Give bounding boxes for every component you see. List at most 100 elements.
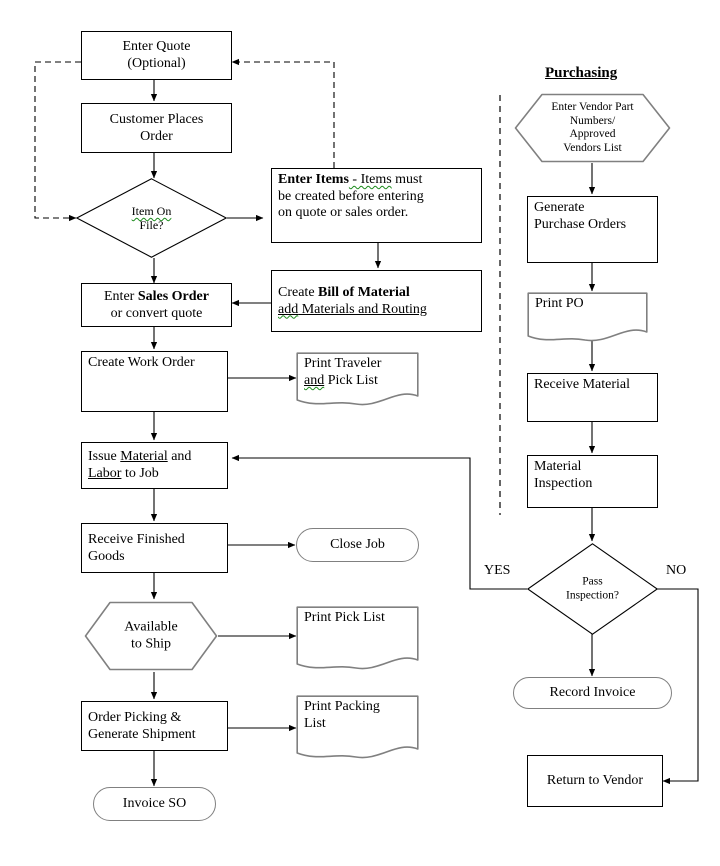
issue-plain: Issue <box>88 449 121 465</box>
edge-dashed-items-to-quote <box>231 58 335 168</box>
enter-items-line2: be created before entering <box>278 188 424 204</box>
node-item-on-file-decision[interactable]: Item On File? <box>75 178 228 258</box>
node-invoice-so[interactable]: Invoice SO <box>93 787 216 821</box>
node-receive-material[interactable]: Receive Material <box>527 373 658 422</box>
print-traveler-squiggle: and <box>304 372 325 388</box>
print-packing-list-text: Print Packing List <box>304 699 380 733</box>
vendor-line2: Numbers/ <box>569 114 616 127</box>
diamond-shape <box>75 178 228 258</box>
node-generate-purchase-orders[interactable]: Generate Purchase Orders <box>527 196 658 263</box>
sales-order-plain: Enter <box>104 288 138 304</box>
sales-order-bold: Sales Order <box>137 288 209 304</box>
node-print-packing-list[interactable]: Print Packing List <box>296 695 419 763</box>
create-bom-line2: add Materials and Routing <box>278 302 475 319</box>
create-bom-squiggle: add <box>278 301 299 317</box>
customer-order-line2: Order <box>140 128 173 144</box>
document-shape <box>527 292 648 342</box>
enter-items-squiggle: - Items <box>348 172 392 187</box>
invoice-so-label: Invoice SO <box>122 796 187 811</box>
packing-list-line1: Print Packing <box>304 699 380 714</box>
item-on-file-text: Item On File? <box>76 204 227 232</box>
node-issue-material[interactable]: Issue Material and Labor to Job <box>81 442 228 489</box>
node-print-po[interactable]: Print PO <box>527 292 648 344</box>
order-picking-line1: Order Picking & <box>88 709 182 725</box>
node-enter-quote[interactable]: Enter Quote (Optional) <box>81 31 232 80</box>
issue-material-line1: Issue Material and <box>88 449 221 466</box>
hexagon-shape <box>84 601 218 671</box>
node-order-picking[interactable]: Order Picking & Generate Shipment <box>81 701 228 751</box>
work-order-line1: Create Work Order <box>88 355 195 370</box>
vendor-line1: Enter Vendor Part <box>551 100 634 113</box>
print-po-text: Print PO <box>535 296 584 313</box>
enter-vendor-text: Enter Vendor Part Numbers/ Approved Vend… <box>514 101 671 155</box>
node-available-to-ship[interactable]: Available to Ship <box>84 601 218 671</box>
item-on-file-line2: File? <box>139 218 164 232</box>
document-shape <box>296 695 419 759</box>
print-traveler-rest: Pick List <box>324 372 378 388</box>
sales-order-line1: Enter Sales Order <box>104 289 209 306</box>
node-record-invoice[interactable]: Record Invoice <box>513 677 672 709</box>
sales-order-line2: or convert quote <box>110 305 203 321</box>
node-pass-inspection-decision[interactable]: Pass Inspection? <box>526 543 659 635</box>
issue-labor-underline: Labor <box>88 466 122 481</box>
receive-fg-line2: Goods <box>88 548 125 564</box>
issue-material-line2: Labor to Job <box>88 466 221 483</box>
node-enter-vendor-part-numbers[interactable]: Enter Vendor Part Numbers/ Approved Vend… <box>514 93 671 163</box>
available-to-ship-text: Available to Ship <box>84 619 218 652</box>
create-bom-underline: Materials and Routing <box>298 301 427 317</box>
available-line1: Available <box>124 619 178 635</box>
pick-list-line1: Print Pick List <box>304 610 385 625</box>
record-invoice-label: Record Invoice <box>549 685 636 700</box>
order-picking-line2: Generate Shipment <box>88 726 196 742</box>
receive-material-line1: Receive Material <box>534 377 631 392</box>
issue-rest1: and <box>167 449 192 465</box>
generate-po-line1: Generate <box>534 200 585 215</box>
node-material-inspection[interactable]: Material Inspection <box>527 455 658 508</box>
enter-quote-line1: Enter Quote <box>122 39 191 55</box>
issue-material-underline: Material <box>120 449 168 465</box>
node-receive-finished-goods[interactable]: Receive Finished Goods <box>81 523 228 573</box>
pass-line1: Pass <box>582 575 603 588</box>
material-inspection-line2: Inspection <box>534 475 593 491</box>
document-shape <box>296 606 419 670</box>
node-enter-sales-order[interactable]: Enter Sales Order or convert quote <box>81 283 232 327</box>
print-traveler-line2: and Pick List <box>304 373 381 390</box>
print-pick-list-text: Print Pick List <box>304 610 385 627</box>
node-create-work-order[interactable]: Create Work Order <box>81 351 228 412</box>
node-print-traveler[interactable]: Print Traveler and Pick List <box>296 352 419 408</box>
enter-items-line1: Enter Items - Items must <box>278 172 475 189</box>
node-return-to-vendor[interactable]: Return to Vendor <box>527 755 663 807</box>
node-customer-places-order[interactable]: Customer Places Order <box>81 103 232 153</box>
create-bom-plain: Create <box>278 284 319 300</box>
close-job-label: Close Job <box>330 537 385 552</box>
node-close-job[interactable]: Close Job <box>296 528 419 562</box>
diamond-shape <box>526 543 659 635</box>
edge-yes-to-issuematerial <box>231 454 527 590</box>
pass-line2: Inspection? <box>565 589 619 601</box>
create-bom-bold: Bill of Material <box>318 284 410 300</box>
document-shape <box>296 352 419 406</box>
no-branch-label: NO <box>666 563 687 578</box>
purchasing-heading: Purchasing <box>545 65 618 81</box>
vendor-line3: Approved <box>569 128 616 140</box>
pass-inspection-text: Pass Inspection? <box>527 575 658 602</box>
enter-quote-line2: (Optional) <box>127 56 186 71</box>
node-enter-items[interactable]: Enter Items - Items must be created befo… <box>271 168 482 243</box>
create-bom-line1: Create Bill of Material <box>278 285 475 302</box>
available-line2: to Ship <box>130 636 172 651</box>
print-po-line1: Print PO <box>535 296 584 311</box>
enter-items-bold: Enter Items <box>278 172 349 187</box>
item-on-file-line1: Item On <box>131 203 172 218</box>
hexagon-shape <box>514 93 671 163</box>
node-print-pick-list[interactable]: Print Pick List <box>296 606 419 674</box>
issue-rest2: to Job <box>121 466 159 481</box>
return-vendor-line1: Return to Vendor <box>546 773 644 789</box>
node-create-bom[interactable]: Create Bill of Material add Materials an… <box>271 270 482 332</box>
edge-dashed-quote-loop <box>34 61 81 222</box>
yes-branch-label: YES <box>484 563 511 578</box>
receive-fg-line1: Receive Finished <box>88 531 185 547</box>
customer-order-line1: Customer Places <box>109 111 204 127</box>
material-inspection-line1: Material <box>534 459 582 474</box>
print-traveler-line1: Print Traveler <box>304 356 382 371</box>
